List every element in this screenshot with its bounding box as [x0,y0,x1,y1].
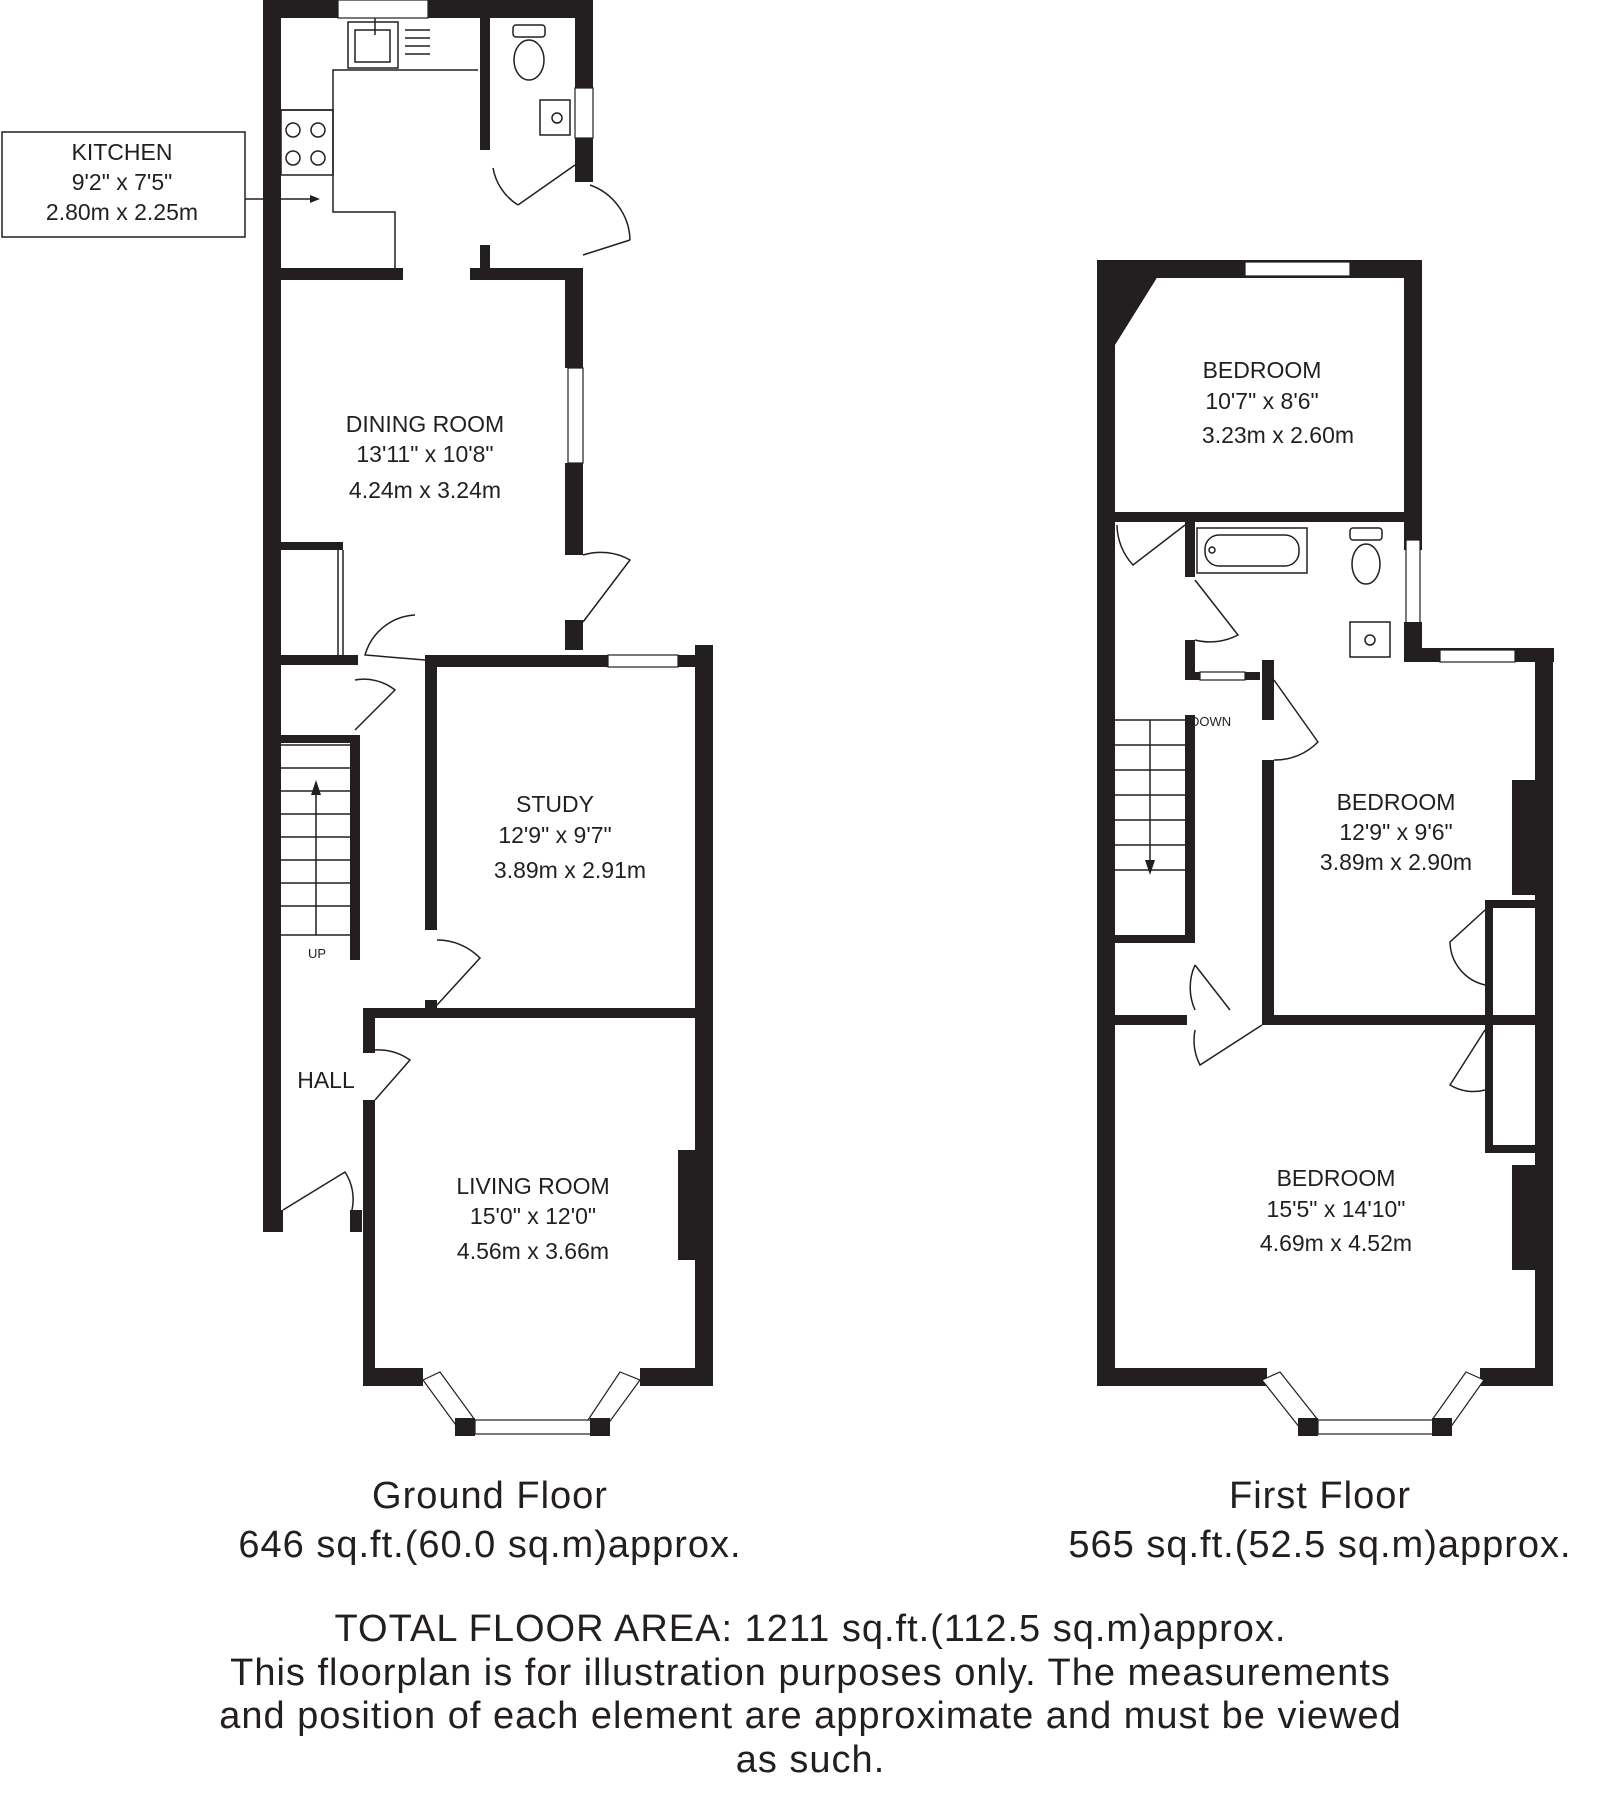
dining-name: DINING ROOM [346,411,504,437]
bedroom2-metric: 3.89m x 2.90m [1320,849,1472,875]
kitchen-name: KITCHEN [72,139,173,165]
toilet-icon [1349,527,1383,585]
study-imperial: 12'9" x 9'7" [498,822,611,848]
window [567,367,584,464]
bedroom3-name: BEDROOM [1277,1165,1396,1191]
first-floor-plan [1097,260,1554,1436]
hob-icon [285,122,326,166]
door-swing [1273,679,1319,761]
living-imperial: 15'0" x 12'0" [470,1203,596,1229]
living-name: LIVING ROOM [456,1173,609,1199]
ground-floor-caption: Ground Floor 646 sq.ft.(60.0 sq.m)approx… [170,1472,810,1571]
bedroom1-metric: 3.23m x 2.60m [1202,422,1354,448]
door-swing [1116,524,1186,567]
arrow-up-icon [311,780,321,795]
kitchen-metric: 2.80m x 2.25m [46,199,198,225]
first-floor-area: 565 sq.ft.(52.5 sq.m)approx. [1068,1524,1572,1567]
footer: TOTAL FLOOR AREA: 1211 sq.ft.(112.5 sq.m… [0,1608,1621,1783]
bedroom3-imperial: 15'5" x 14'10" [1267,1196,1406,1222]
ground-floor-area: 646 sq.ft.(60.0 sq.m)approx. [238,1524,742,1567]
door-swing [354,678,397,731]
window [1439,649,1516,663]
staircase [281,744,350,936]
arrow-down-icon [1145,860,1155,875]
door-swing [1194,579,1240,643]
window [337,0,429,19]
disclaimer-line-1: This floorplan is for illustration purpo… [230,1651,1391,1694]
dining-imperial: 13'11" x 10'8" [356,441,493,467]
bedroom3-metric: 4.69m x 4.52m [1260,1230,1412,1256]
basin-icon [539,99,571,136]
bedroom2-name: BEDROOM [1337,789,1456,815]
ground-floor-plan [1,0,713,1436]
disclaimer-line-2: and position of each element are approxi… [219,1695,1402,1738]
basin-icon [1349,621,1391,658]
window [1199,671,1246,681]
stairs-down-label: DOWN [1190,714,1231,729]
staircase [1115,719,1185,875]
bath-icon [1196,527,1308,574]
bedroom2-imperial: 12'9" x 9'6" [1339,819,1452,845]
window [607,654,679,668]
window [1317,1419,1435,1435]
window [1244,261,1351,277]
hall-name: HALL [297,1067,355,1093]
door-swing [1449,909,1486,986]
stairs-up-label: UP [308,946,326,961]
first-floor-title: First Floor [1229,1475,1411,1517]
ground-floor-title: Ground Floor [372,1475,608,1517]
door-swing [582,551,632,623]
door-swing [589,184,631,241]
door-swing [364,614,426,661]
door-swing [1193,1024,1263,1067]
toilet-icon [512,24,546,81]
door-swing [1189,964,1196,1011]
door-swing [1448,1029,1486,1093]
total-floor-area: TOTAL FLOOR AREA: 1211 sq.ft.(112.5 sq.m… [334,1608,1287,1650]
study-name: STUDY [516,791,594,817]
window [474,1419,594,1435]
first-floor-caption: First Floor 565 sq.ft.(52.5 sq.m)approx. [1020,1472,1620,1571]
bedroom1-imperial: 10'7" x 8'6" [1205,388,1318,414]
door-swing [492,167,519,206]
bedroom1-name: BEDROOM [1203,357,1322,383]
kitchen-imperial: 9'2" x 7'5" [72,169,173,195]
study-metric: 3.89m x 2.91m [494,857,646,883]
door-swing [374,1049,412,1101]
window [574,87,594,139]
door-swing [436,939,482,1006]
disclaimer-line-3: as such. [735,1739,886,1782]
living-metric: 4.56m x 3.66m [457,1238,609,1264]
kitchen-label-box [1,131,246,238]
dining-metric: 4.24m x 3.24m [349,477,501,503]
window [1405,539,1421,631]
door-swing [282,1170,354,1211]
arrow-right-icon [310,195,320,203]
sink-icon [347,18,430,69]
